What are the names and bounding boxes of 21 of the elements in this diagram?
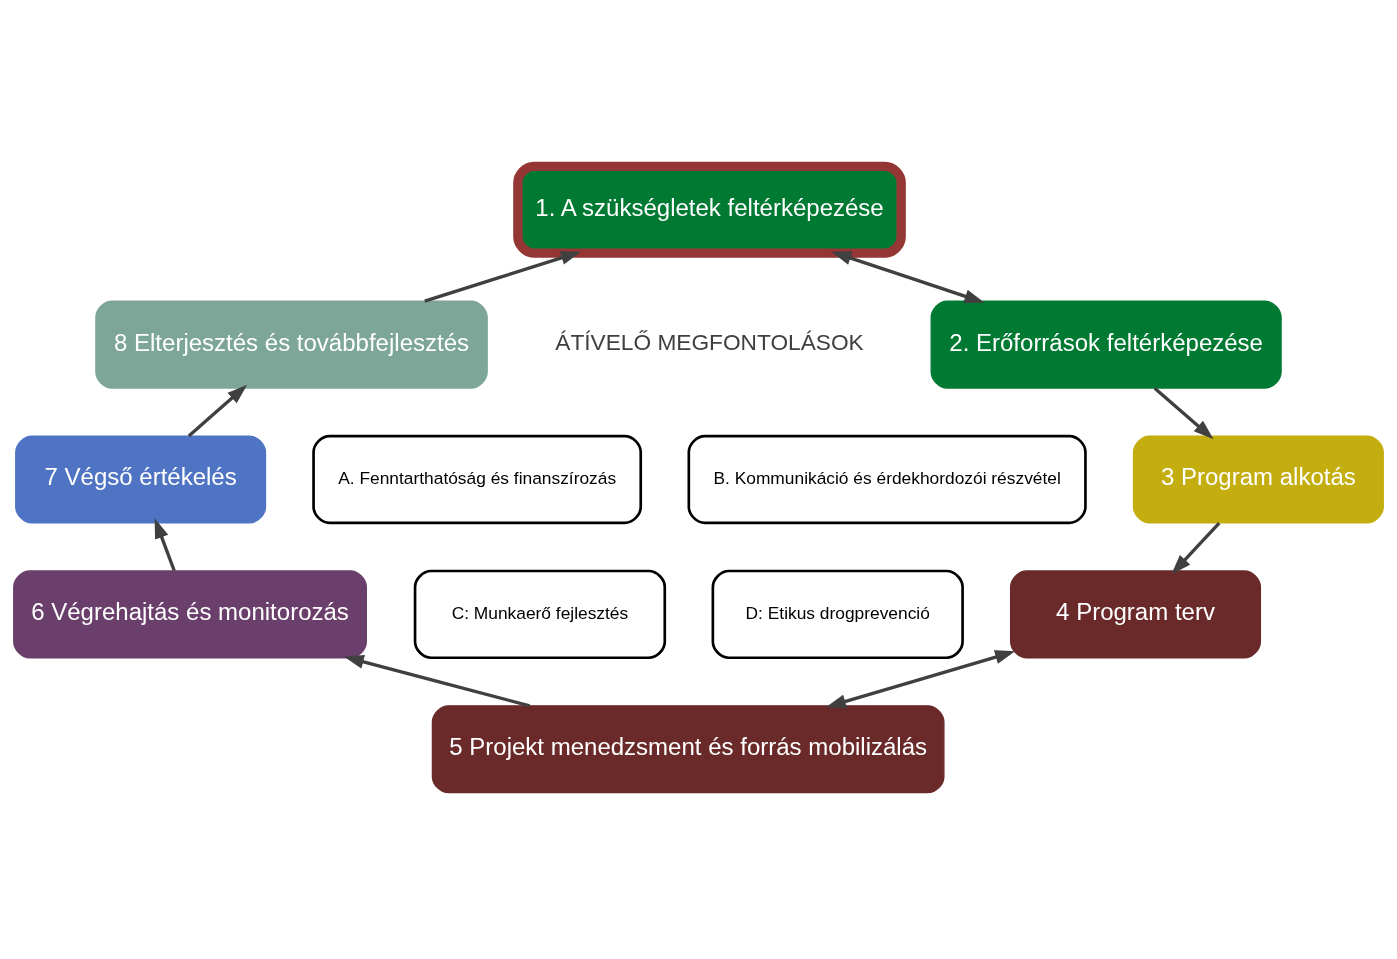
node-box: A. Fenntarthatóság és finanszírozás bbox=[312, 434, 643, 525]
arrow bbox=[831, 251, 985, 304]
node-box: D: Etikus drogprevenció bbox=[711, 569, 964, 660]
arrow bbox=[1153, 386, 1214, 440]
node-box: 5 Projekt menedzsment és forrás mobilizálás bbox=[431, 705, 945, 794]
node-box: B. Kommunikáció és érdekhordozói részvétel bbox=[687, 434, 1087, 525]
node-box: 7 Végső értékelés bbox=[15, 435, 267, 524]
arrow bbox=[424, 251, 581, 303]
node-box: 3 Program alkotás bbox=[1132, 435, 1384, 524]
node-box: 1. A szükségletek feltérképezése bbox=[513, 161, 906, 258]
arrow bbox=[1171, 521, 1221, 575]
label: ÁTÍVELŐ MEGFONTOLÁSOK bbox=[555, 329, 864, 356]
node-box: 6 Végrehajtás és monitorozás bbox=[13, 570, 367, 659]
node-box: 4 Program terv bbox=[1010, 570, 1262, 659]
arrow bbox=[187, 384, 248, 438]
node-box: 2. Erőforrások feltérképezése bbox=[930, 300, 1282, 389]
node-box: C: Munkaerő fejlesztés bbox=[413, 569, 667, 660]
arrow bbox=[343, 654, 531, 708]
arrow bbox=[825, 650, 1016, 709]
node-box: 8 Elterjesztés és továbbfejlesztés bbox=[95, 300, 488, 389]
arrow bbox=[154, 518, 176, 572]
